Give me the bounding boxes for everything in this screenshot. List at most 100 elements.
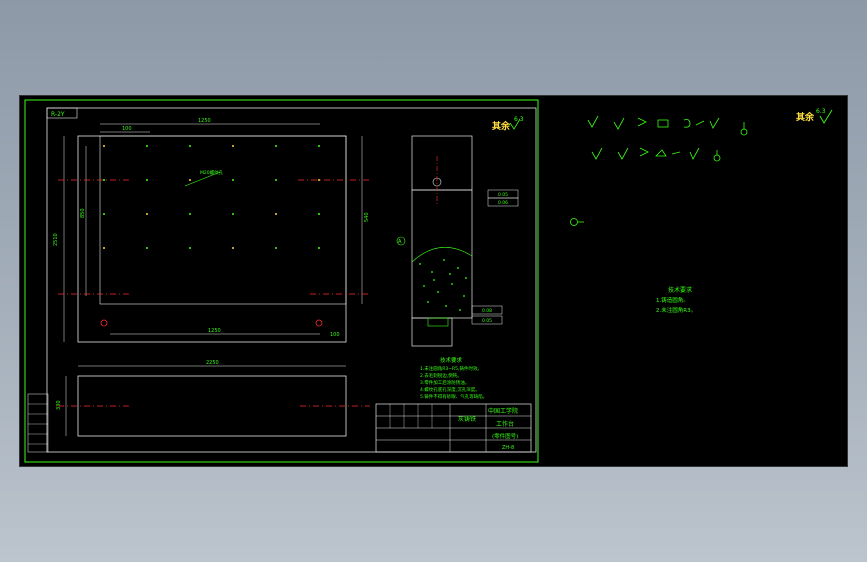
tech-main-title: 技术要求 — [440, 356, 463, 364]
title-block: 灰铸铁 中国工学院 工作台 (零件图号) ZH-8 — [375, 403, 532, 453]
mounting-hole — [318, 179, 320, 181]
view-a-marker — [396, 236, 406, 246]
tech-notes-main: 技术要求 1.未注圆角R3~R5,铸件时效。 2.去毛刺锐边,倒钝。 3.零件加… — [420, 356, 487, 400]
hatch-dot — [419, 263, 421, 265]
hatch-dot — [465, 277, 467, 279]
hatch-dot — [443, 259, 445, 261]
dim-left-inner: 850 — [80, 208, 86, 218]
roughness-check-icon — [509, 118, 521, 130]
roughness-note-value: 6.3 — [514, 116, 524, 123]
mounting-hole — [318, 213, 320, 215]
elevation-view: 2250 330 — [56, 360, 370, 437]
inner-sheet-frame — [46, 107, 537, 453]
hatch-dot — [433, 279, 435, 281]
datum-target-icon — [570, 218, 578, 226]
mounting-hole — [232, 247, 234, 249]
title-part-name: 工作台 — [496, 420, 514, 428]
fcf-4: 0.05 — [482, 318, 492, 324]
scale-tag-box — [46, 107, 78, 119]
mounting-hole — [103, 179, 105, 181]
mounting-hole — [275, 213, 277, 215]
mounting-hole — [275, 145, 277, 147]
tech-right-title: 技术要求 — [668, 286, 692, 294]
mounting-hole — [189, 179, 191, 181]
mounting-hole — [318, 145, 320, 147]
symbol-library — [570, 115, 748, 226]
dim-bottom-span: 1250 — [208, 328, 221, 334]
roughness-symbol-icon — [591, 147, 603, 160]
triangle-symbol-icon — [655, 149, 667, 157]
angle-symbol-icon — [637, 117, 647, 127]
dim-bottom-right: 100 — [330, 332, 340, 338]
title-company: 中国工学院 — [488, 407, 518, 415]
hatch-dot — [459, 309, 461, 311]
roughness-symbol-icon — [587, 115, 599, 128]
elevation-outline — [77, 375, 347, 437]
roughness-symbol-icon — [617, 147, 629, 160]
title-drawing-no: ZH-8 — [502, 445, 514, 451]
mounting-hole — [146, 213, 148, 215]
tech-main-line-3: 3.零件加工后涂防锈油。 — [420, 379, 469, 386]
title-subtitle: (零件图号) — [492, 432, 518, 440]
datum-symbol-icon — [713, 154, 721, 162]
hatch-dot — [445, 305, 447, 307]
hatch-dot — [423, 285, 425, 287]
dim-left-overall: 2510 — [53, 233, 59, 246]
hatch-dot — [463, 295, 465, 297]
cad-drawing-viewport[interactable]: R-2Y 其余 6.3 1250 100 2510 850 540 1250 1… — [20, 96, 847, 466]
tech-main-line-5: 5.铸件不得有砂眼、气孔等缺陷。 — [420, 393, 487, 400]
fcf-1: 0.05 — [498, 192, 508, 198]
revision-strip — [27, 393, 49, 453]
frame-symbol-icon — [657, 119, 669, 128]
roughness-symbol-icon — [613, 117, 625, 130]
arc-symbol-icon — [683, 119, 691, 128]
scale-tag: R-2Y — [51, 111, 65, 118]
mounting-hole — [146, 179, 148, 181]
mounting-hole — [103, 213, 105, 215]
roughness-right-value: 6.3 — [816, 108, 826, 115]
tech-right-line-1: 1.铸造圆角。 — [656, 296, 689, 304]
check-symbol-icon — [689, 147, 700, 160]
tech-main-line-2: 2.去毛刺锐边,倒钝。 — [420, 372, 462, 379]
mounting-hole — [232, 145, 234, 147]
dim-lower-width: 2250 — [206, 360, 219, 366]
dim-right-height: 540 — [364, 212, 370, 222]
hatch-dot — [451, 283, 453, 285]
mounting-hole — [146, 247, 148, 249]
mounting-hole — [275, 247, 277, 249]
hatch-dot — [449, 273, 451, 275]
drawing-canvas[interactable]: R-2Y 其余 6.3 1250 100 2510 850 540 1250 1… — [20, 96, 847, 466]
outer-sheet-frame — [24, 99, 539, 463]
plan-view: 1250 100 2510 850 540 1250 100 M20螺纹孔 — [53, 118, 370, 343]
hatch-dot — [431, 271, 433, 273]
hatch-dot — [437, 291, 439, 293]
mounting-hole — [103, 247, 105, 249]
view-a-label: A — [398, 239, 402, 245]
arrow-symbol-icon — [695, 120, 705, 126]
dim-top-sub: 100 — [122, 126, 132, 132]
tech-main-line-4: 4.螺纹孔底孔深度,沉孔深度。 — [420, 386, 480, 393]
mounting-hole — [103, 145, 105, 147]
mounting-hole — [318, 247, 320, 249]
roughness-right-label: 其余 — [796, 111, 815, 123]
mounting-hole — [146, 145, 148, 147]
hatch-dot — [427, 301, 429, 303]
angle-symbol-icon — [639, 147, 649, 157]
locating-hole-right — [315, 319, 323, 327]
plan-outline — [77, 135, 347, 343]
fcf-3: 0.08 — [482, 308, 492, 314]
fcf-2: 0.06 — [498, 200, 508, 206]
locating-hole-left — [100, 319, 108, 327]
datum-symbol-icon — [740, 128, 748, 136]
slot-leader-note: M20螺纹孔 — [200, 169, 224, 176]
mounting-hole — [189, 213, 191, 215]
tech-right-line-2: 2.未注圆角R3。 — [656, 306, 696, 314]
mounting-hole — [275, 179, 277, 181]
mounting-hole — [232, 179, 234, 181]
hole-grid — [103, 145, 320, 249]
check-symbol-icon — [709, 117, 720, 129]
mounting-hole — [189, 145, 191, 147]
dim-top-total: 1250 — [198, 118, 211, 124]
dim-lower-height: 330 — [56, 400, 62, 410]
section-hatch — [419, 259, 467, 311]
